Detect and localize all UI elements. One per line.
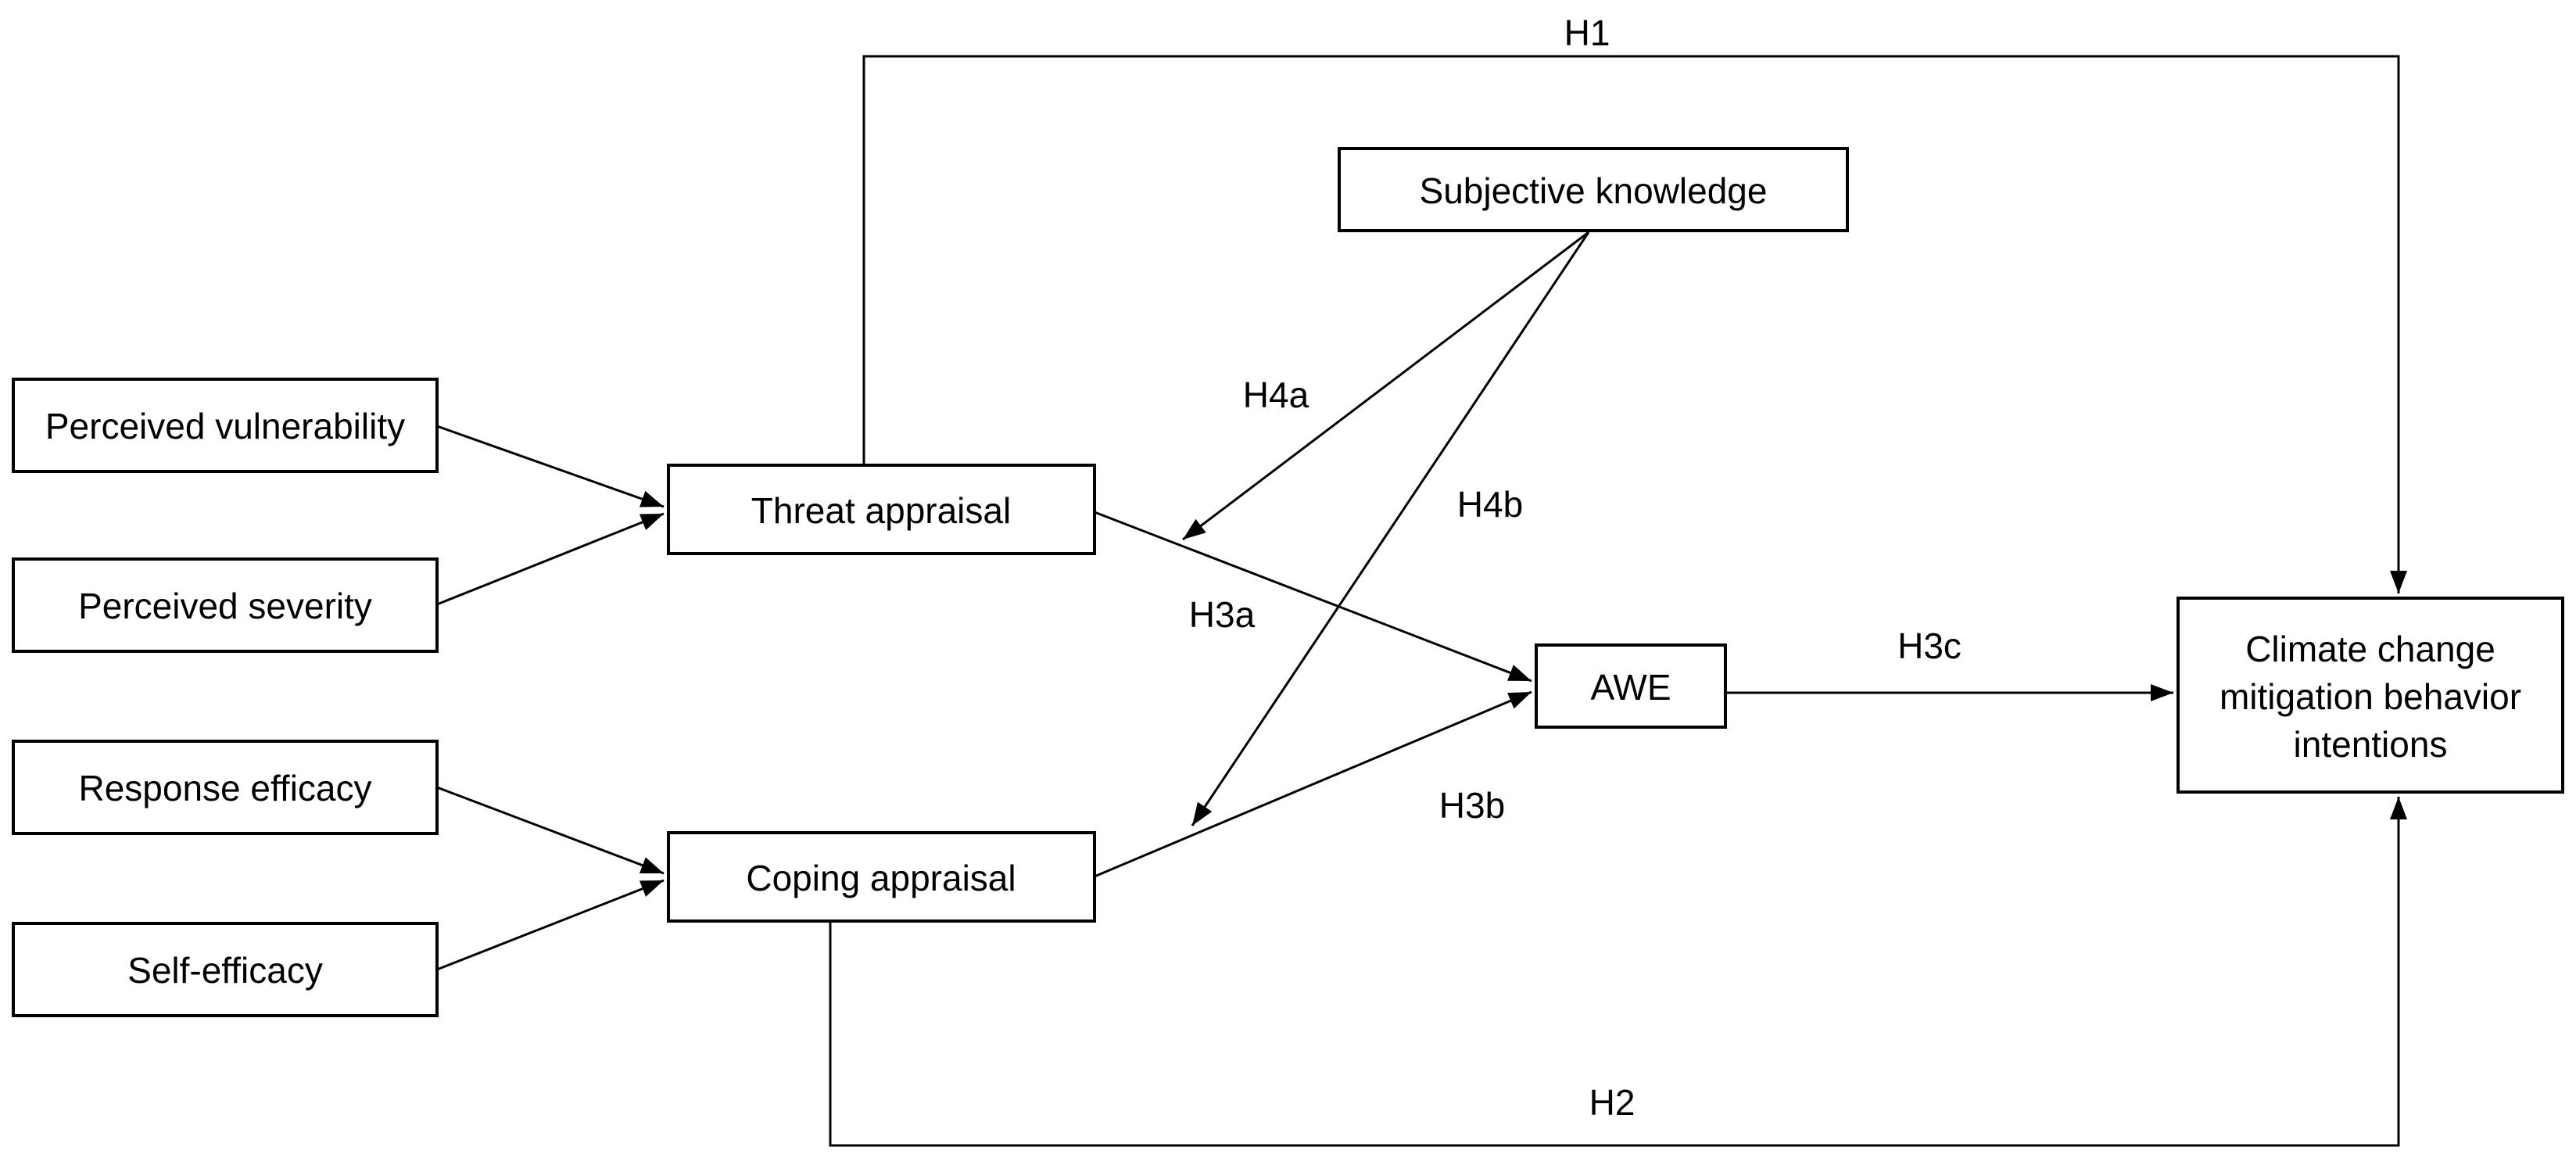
node-perceived-vulnerability: Perceived vulnerability [12,378,439,473]
label-h3a: H3a [1189,594,1256,635]
node-climate-intentions: Climate change mitigation behavior inten… [2177,597,2564,794]
edge-h3a-threat-to-awe [1094,511,1532,683]
climate-intentions-box [2177,597,2564,794]
edge-h3b-coping-to-awe [1094,690,1532,878]
climate-intentions-label-line1: Climate change [2245,629,2495,669]
label-h3c: H3c [1897,626,1962,666]
edge-severity-to-threat [436,512,665,606]
nodes-layer: Perceived vulnerability Perceived severi… [12,147,2564,1017]
edge-labels-layer: H1 H2 H3a H3b H3c H4a H4b [1189,13,1962,1123]
edge-h4b-knowledge-to-coping-path [1191,231,1590,826]
node-self-efficacy: Self-efficacy [12,922,439,1017]
edges-layer [436,55,2407,1147]
awe-label: AWE [1590,667,1671,708]
node-perceived-severity: Perceived severity [12,557,439,653]
node-coping-appraisal: Coping appraisal [667,831,1096,923]
edge-h4a-knowledge-to-threat-path [1182,231,1589,541]
perceived-vulnerability-label: Perceived vulnerability [45,406,405,446]
edge-self-to-coping [436,879,665,971]
perceived-severity-label: Perceived severity [78,586,372,626]
node-subjective-knowledge: Subjective knowledge [1338,147,1849,232]
label-h2: H2 [1589,1082,1636,1123]
self-efficacy-label: Self-efficacy [127,950,323,991]
perceived-severity-box [12,557,439,653]
label-h3b: H3b [1439,785,1505,826]
label-h1: H1 [1564,13,1610,53]
edge-h2-path [829,797,2407,1147]
self-efficacy-box [12,922,439,1017]
threat-appraisal-box [667,464,1096,555]
response-efficacy-label: Response efficacy [78,768,371,808]
subjective-knowledge-box [1338,147,1849,232]
node-response-efficacy: Response efficacy [12,740,439,835]
node-threat-appraisal: Threat appraisal [667,464,1096,555]
label-h4b: H4b [1457,484,1523,525]
coping-appraisal-box [667,831,1096,923]
climate-intentions-label-line3: intentions [2294,724,2448,765]
edge-vulnerability-to-threat [436,425,665,508]
node-awe: AWE [1535,643,1727,729]
response-efficacy-box [12,740,439,835]
threat-appraisal-label: Threat appraisal [751,490,1011,531]
label-h4a: H4a [1243,375,1309,415]
coping-appraisal-label: Coping appraisal [746,858,1016,898]
edge-response-to-coping [436,786,665,875]
edge-h1-path [862,55,2407,593]
awe-box [1535,643,1727,729]
perceived-vulnerability-box [12,378,439,473]
climate-intentions-label-line2: mitigation behavior [2220,676,2521,717]
subjective-knowledge-label: Subjective knowledge [1420,170,1768,211]
